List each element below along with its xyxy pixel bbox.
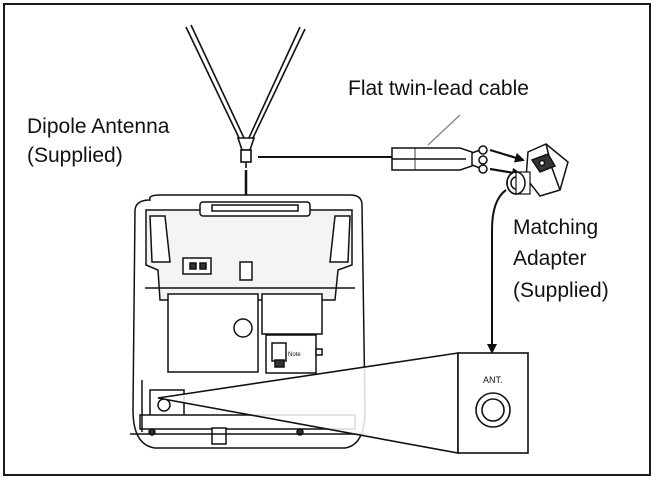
adapter-label-line1: Matching (513, 216, 598, 239)
dipole-antenna (185, 24, 306, 168)
tv-right-vent (329, 215, 351, 263)
ant-jack-label: ANT. (483, 375, 503, 385)
tv-antenna-terminal (239, 261, 253, 281)
tv-upper-vent (145, 209, 353, 301)
tv-left-vent (149, 215, 171, 263)
cable-label-pointer (427, 114, 461, 146)
antenna-left-rod (185, 26, 241, 141)
antenna-label-line2: (Supplied) (27, 144, 123, 167)
matching-adapter (506, 143, 569, 197)
adapter-to-ant-arrow (487, 189, 507, 354)
adapter-label-line3: (Supplied) (513, 279, 609, 302)
ant-jack-inner (481, 398, 505, 422)
tv-ant-connector (157, 398, 171, 412)
tv-terminal-block (182, 257, 212, 275)
antenna-hub (236, 137, 256, 151)
adapter-label-line2: Adapter (513, 247, 587, 270)
cable-label: Flat twin-lead cable (348, 77, 529, 100)
tv-back-screw-hole (233, 318, 253, 338)
antenna-label-line1: Dipole Antenna (27, 115, 170, 138)
cable-to-adapter-arrow-1 (489, 148, 525, 163)
antenna-right-rod (247, 26, 301, 141)
zoom-callout (157, 352, 529, 454)
antenna-right-rod-edge (251, 28, 306, 141)
twin-lead-cable (391, 145, 488, 174)
module-tag-label: Note (288, 352, 301, 358)
tv-label-plate (261, 293, 323, 335)
tv-rear-panel (130, 194, 366, 449)
diagram-frame (3, 3, 651, 476)
antenna-left-rod-edge (190, 24, 245, 139)
antenna-connector (240, 149, 252, 163)
